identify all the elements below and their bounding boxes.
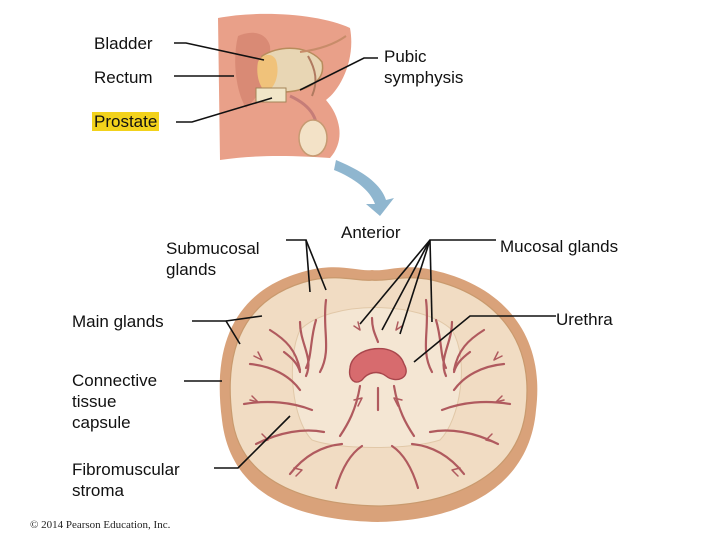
label-mucosal-glands: Mucosal glands	[500, 237, 619, 256]
label-urethra: Urethra	[556, 310, 613, 329]
label-prostate-text: Prostate	[92, 112, 160, 131]
copyright-notice: © 2014 Pearson Education, Inc.	[30, 519, 171, 531]
prostate-cross-section	[219, 267, 538, 522]
label-fibromuscular-stroma: Fibromuscular stroma	[72, 460, 180, 500]
leader-lines	[174, 42, 556, 469]
label-rectum: Rectum	[94, 68, 153, 87]
label-connective-tissue-capsule: Connective tissue capsule	[72, 371, 158, 432]
label-main-glands: Main glands	[72, 312, 164, 331]
label-submucosal-glands: Submucosal glands	[166, 239, 260, 279]
direction-arrow	[334, 160, 394, 216]
pelvis-inset	[218, 13, 352, 161]
label-anterior: Anterior	[341, 223, 401, 242]
label-pubic-symphysis: Pubic symphysis	[384, 47, 464, 87]
label-prostate: Prostate	[92, 111, 160, 132]
label-bladder: Bladder	[94, 34, 153, 53]
